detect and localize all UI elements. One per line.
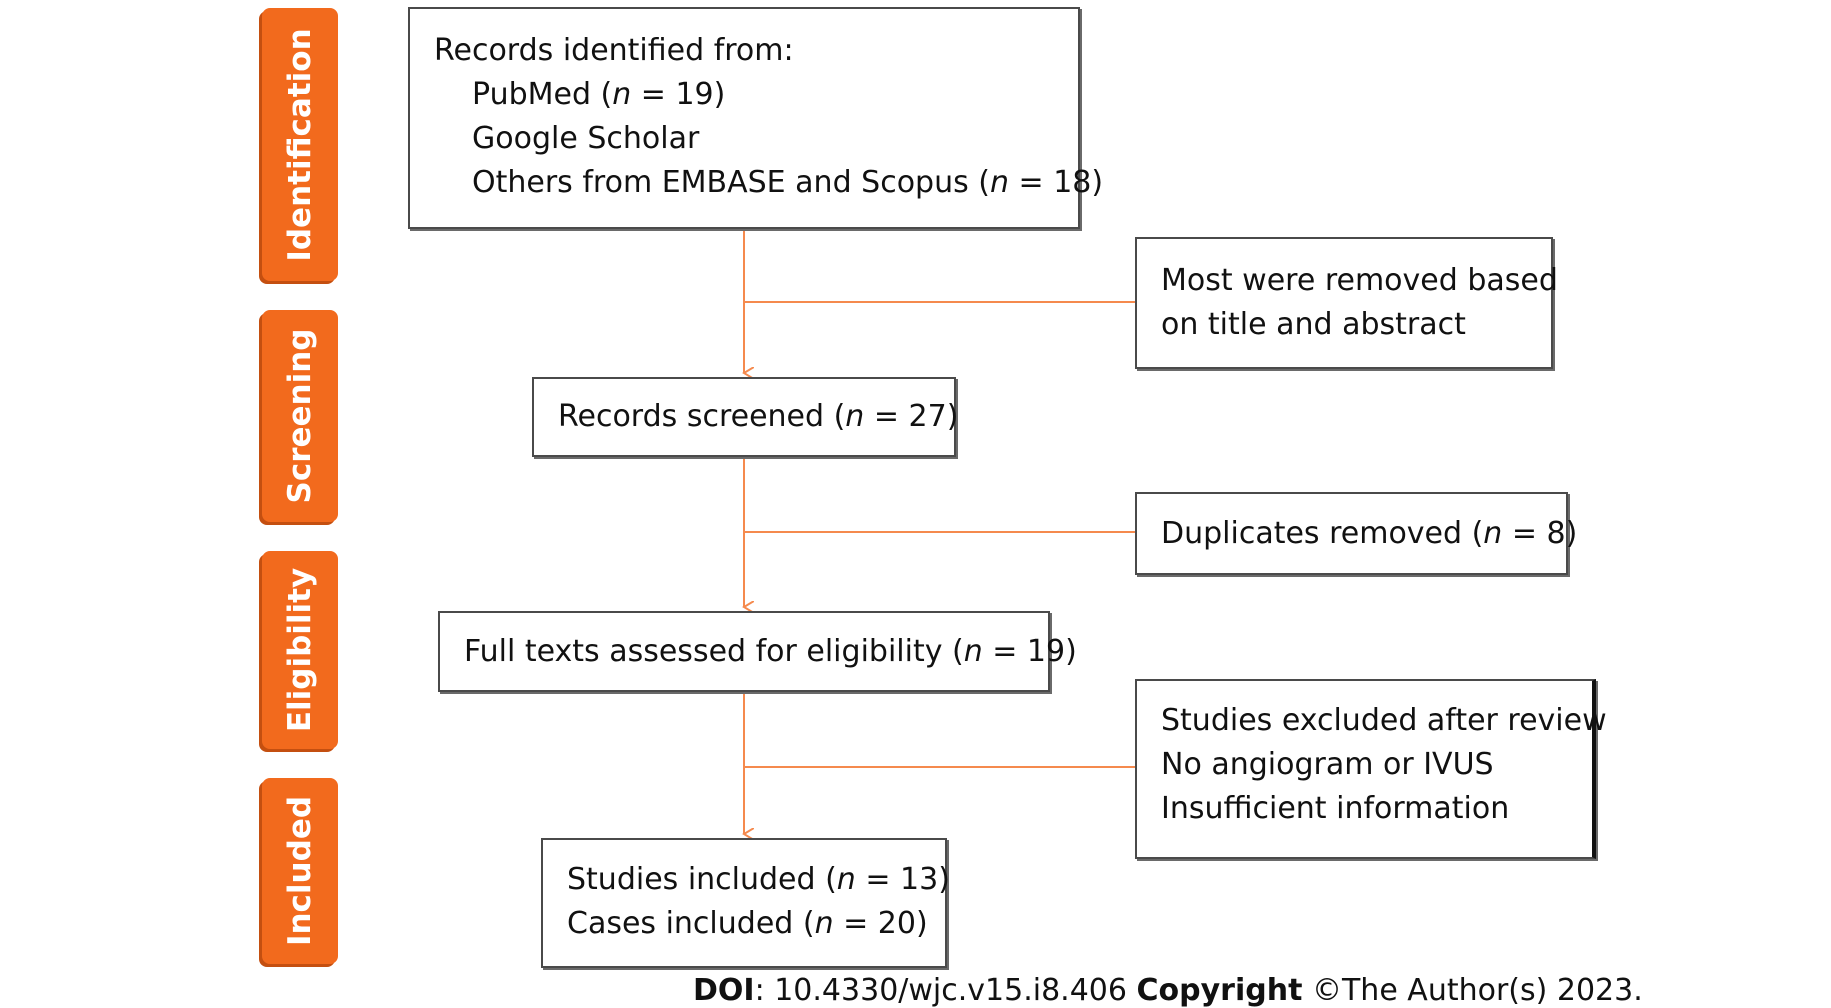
copyright-value: ©The Author(s) 2023. xyxy=(1302,973,1643,1008)
excluded-line-1: Studies excluded after review xyxy=(1161,703,1607,738)
records-source-scholar: Google Scholar xyxy=(472,121,700,156)
duplicates-text: Duplicates removed (n = 8) xyxy=(1161,516,1578,551)
records-source-pubmed: PubMed (n = 19) xyxy=(472,77,726,112)
stage-identification-label: Identification xyxy=(282,27,318,262)
removed-title-abstract-box: Most were removed based on title and abs… xyxy=(1135,237,1558,369)
doi-value: : 10.4330/wjc.v15.i8.406 xyxy=(754,973,1137,1008)
fulltext-text: Full texts assessed for eligibility (n =… xyxy=(464,634,1077,669)
records-source-others: Others from EMBASE and Scopus (n = 18) xyxy=(472,165,1104,200)
studies-included-box: Studies included (n = 13) Cases included… xyxy=(541,838,950,968)
included-line-1: Studies included (n = 13) xyxy=(567,862,950,897)
stage-screening: Screening xyxy=(262,310,338,522)
stage-eligibility: Eligibility xyxy=(262,551,338,749)
fulltext-assessed-box: Full texts assessed for eligibility (n =… xyxy=(438,611,1077,692)
stage-included-label: Included xyxy=(282,795,318,947)
records-identified-box: Records identified from: PubMed (n = 19)… xyxy=(408,7,1104,229)
excluded-line-2: No angiogram or IVUS xyxy=(1161,747,1494,782)
doi-copyright-footer: DOI: 10.4330/wjc.v15.i8.406 Copyright ©T… xyxy=(693,974,1643,1008)
screened-text: Records screened (n = 27) xyxy=(558,399,959,434)
records-screened-box: Records screened (n = 27) xyxy=(532,377,959,457)
stage-identification: Identification xyxy=(262,8,338,281)
studies-excluded-box: Studies excluded after review No angiogr… xyxy=(1135,679,1607,859)
excluded-line-3: Insufficient information xyxy=(1161,791,1510,826)
stage-screening-label: Screening xyxy=(282,328,318,504)
stage-included: Included xyxy=(262,778,338,964)
doi-label: DOI xyxy=(693,973,755,1008)
removed-line-1: Most were removed based xyxy=(1161,263,1558,298)
removed-line-2: on title and abstract xyxy=(1161,307,1466,342)
stage-eligibility-label: Eligibility xyxy=(282,567,318,733)
duplicates-removed-box: Duplicates removed (n = 8) xyxy=(1135,492,1578,575)
records-heading: Records identified from: xyxy=(434,33,794,68)
included-line-2: Cases included (n = 20) xyxy=(567,906,928,941)
copyright-label: Copyright xyxy=(1136,973,1303,1008)
